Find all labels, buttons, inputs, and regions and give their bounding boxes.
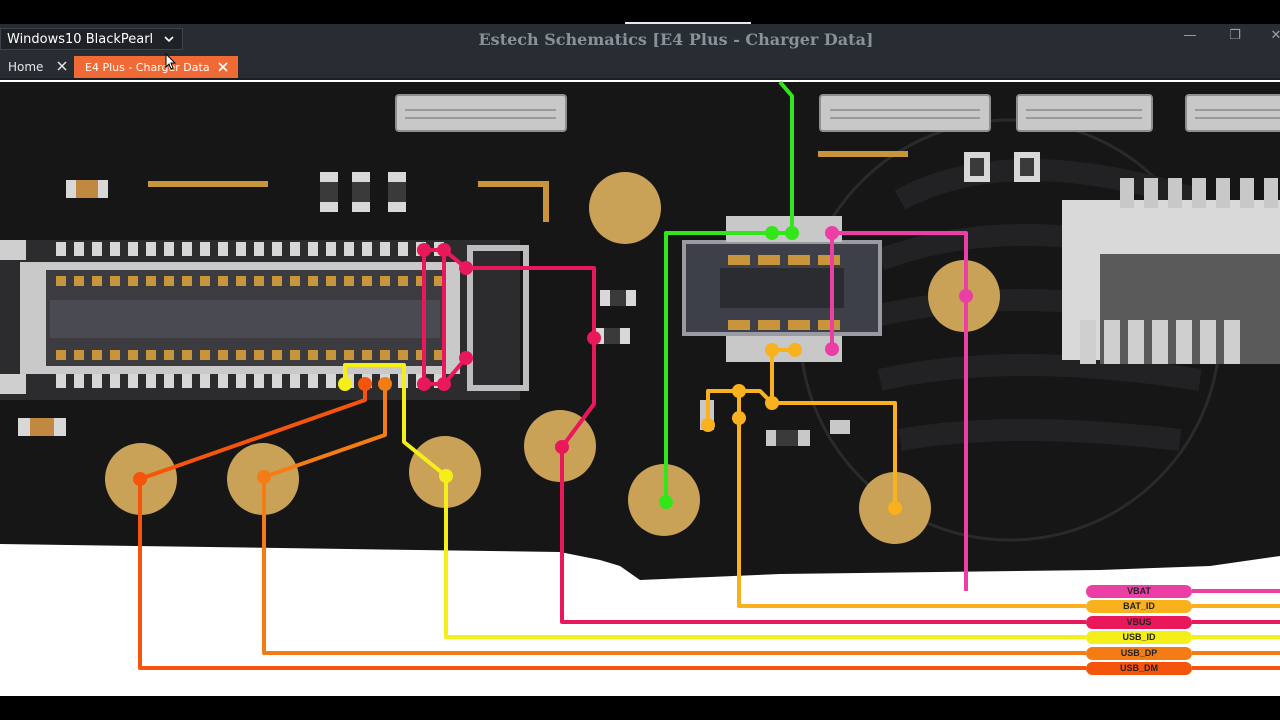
profile-selector-label: Windows10 BlackPearl [7,31,154,47]
window-title: Estech Schematics [E4 Plus - Charger Dat… [478,30,874,49]
board-connector-right [682,200,1280,364]
maximize-button[interactable]: ❐ [1229,28,1241,43]
trace-nodes [133,226,973,515]
profile-selector[interactable]: Windows10 BlackPearl [0,28,183,50]
shield-clip-lines [405,109,1280,119]
schematic-viewer[interactable] [0,80,1280,696]
tab-charger-data-label: E4 Plus - Charger Data [85,60,210,74]
close-button[interactable]: ✕ [1270,28,1280,43]
signal-label-bat-id[interactable]: BAT_ID [1086,600,1192,613]
close-tab-icon[interactable] [56,60,68,72]
tab-home-label: Home [8,60,44,74]
signal-label-usb-id[interactable]: USB_ID [1086,631,1192,644]
signal-label-usb-dm[interactable]: USB_DM [1086,662,1192,675]
shield-clips [395,94,1280,132]
title-bar [0,24,1280,56]
top-letterbox [0,0,1280,24]
chevron-down-icon [164,36,174,43]
signal-label-usb-dp[interactable]: USB_DP [1086,647,1192,660]
mouse-cursor-icon [165,53,177,70]
tab-charger-data[interactable]: E4 Plus - Charger Data [74,56,238,78]
board-schematic [0,80,1280,670]
bottom-letterbox [0,696,1280,720]
trace-usb-id [343,363,1086,639]
signal-label-vbat[interactable]: VBAT [1086,585,1192,598]
connector-pins-right [728,178,1278,364]
tab-home[interactable]: Home [0,56,72,78]
trace-bat-id [737,418,1086,608]
close-tab-icon[interactable] [217,61,229,73]
gold-traces [148,151,908,222]
minimize-button[interactable]: — [1183,28,1197,43]
trace-vbat [830,231,968,591]
signal-label-vbus[interactable]: VBUS [1086,616,1192,629]
